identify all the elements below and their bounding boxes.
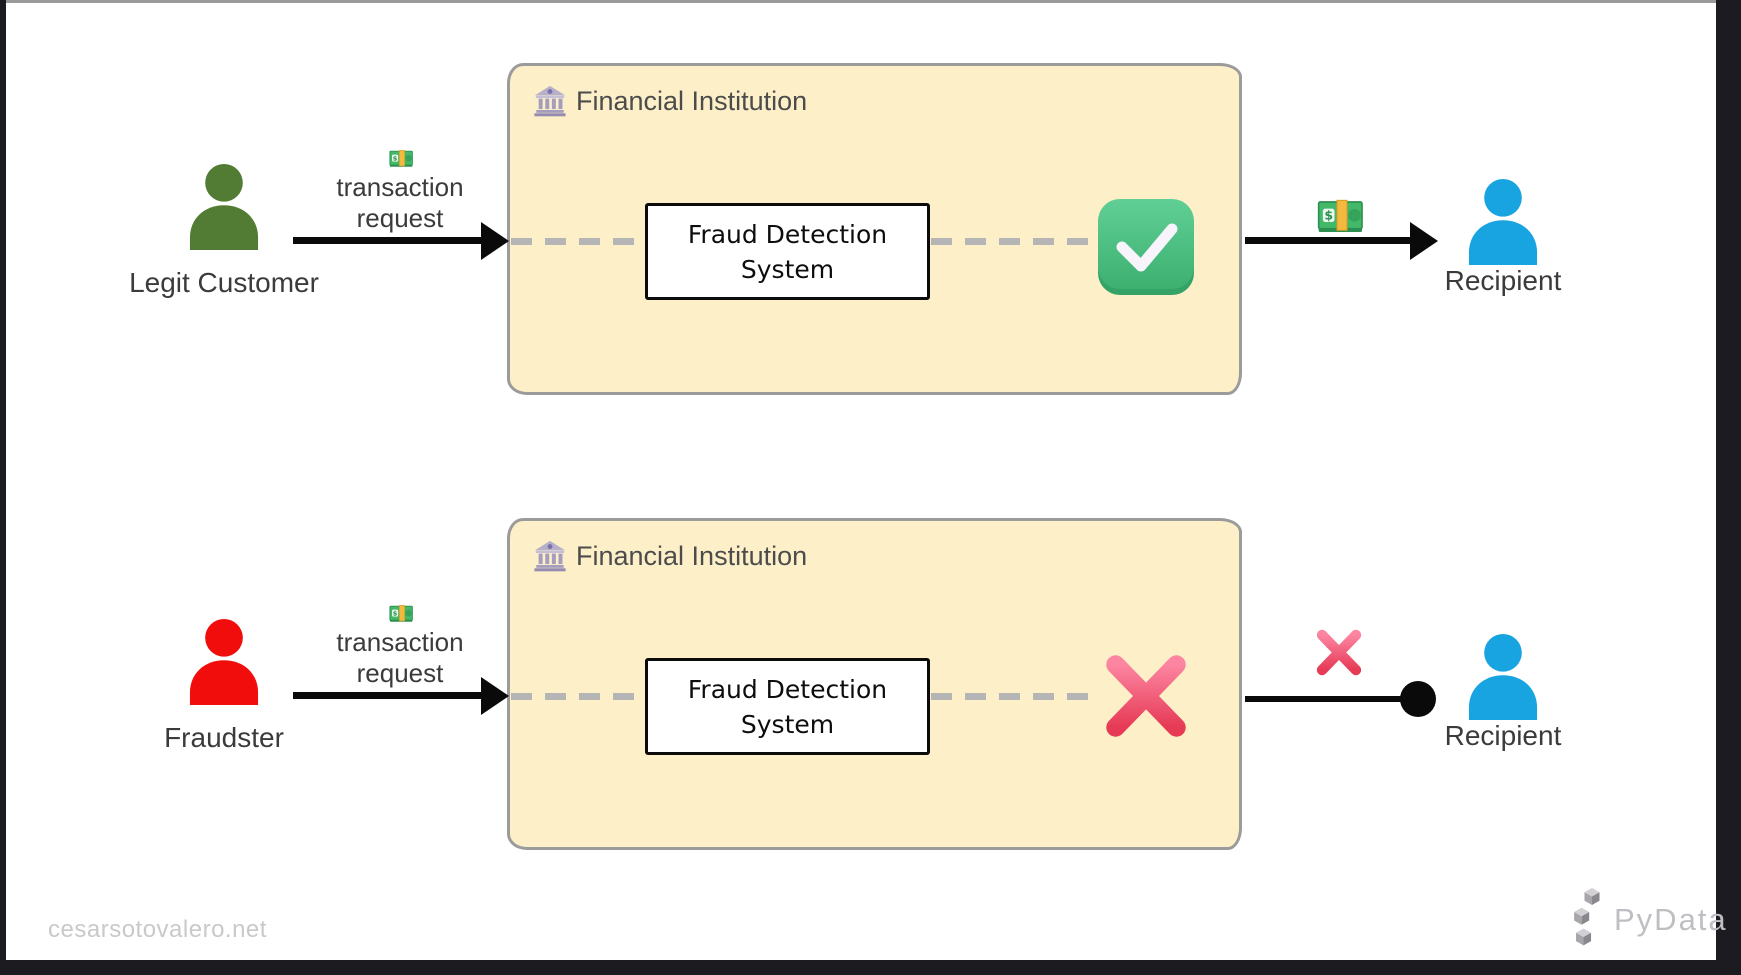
legit-customer-icon <box>189 164 259 250</box>
fraud-detection-system-label: Fraud Detection System <box>687 219 888 284</box>
fraud-detection-system-node: Fraud Detection System <box>645 658 930 755</box>
fraud-detection-system-label: Fraud Detection System <box>687 674 888 739</box>
recipient-label: Recipient <box>1444 265 1562 296</box>
request-arrow-head <box>481 222 509 260</box>
pydata-logo: PyData <box>1573 888 1728 952</box>
transaction-request-label: transaction request <box>336 627 464 688</box>
recipient-icon <box>1468 179 1538 265</box>
check-mark-icon <box>1098 199 1194 295</box>
recipient-label: Recipient <box>1444 720 1562 751</box>
financial-institution-header: Financial Institution <box>533 84 807 118</box>
financial-institution-label: Financial Institution <box>576 85 808 116</box>
transaction-request-label: transaction request <box>336 172 464 233</box>
request-arrow-head <box>481 677 509 715</box>
cross-mark-icon <box>1093 645 1199 747</box>
fraudster-icon <box>189 619 259 705</box>
dashed-flow-line <box>931 238 1093 245</box>
request-arrow <box>293 237 484 244</box>
payout-arrow-head <box>1410 222 1438 260</box>
financial-institution-label: Financial Institution <box>576 540 808 571</box>
small-cross-mark-icon <box>1310 624 1368 681</box>
legit-customer-label: Legit Customer <box>129 267 319 298</box>
watermark-url: cesarsotovalero.net <box>48 916 267 943</box>
payout-arrow <box>1245 237 1412 244</box>
dashed-flow-line <box>511 238 645 245</box>
recipient-icon <box>1468 634 1538 720</box>
bank-icon <box>534 85 566 117</box>
pydata-logo-text: PyData <box>1614 902 1728 937</box>
fraudster-label: Fraudster <box>164 722 284 753</box>
dashed-flow-line <box>931 693 1093 700</box>
blocked-line-end-dot <box>1400 681 1436 717</box>
pydata-cubes-icon <box>1574 888 1600 946</box>
financial-institution-header: Financial Institution <box>533 539 807 573</box>
fraud-detection-system-node: Fraud Detection System <box>645 203 930 300</box>
request-arrow <box>293 692 484 699</box>
bank-icon <box>534 540 566 572</box>
money-icon <box>389 149 413 168</box>
dashed-flow-line <box>511 693 645 700</box>
blocked-line <box>1245 696 1405 702</box>
money-icon <box>1317 199 1363 233</box>
money-icon <box>389 604 413 623</box>
